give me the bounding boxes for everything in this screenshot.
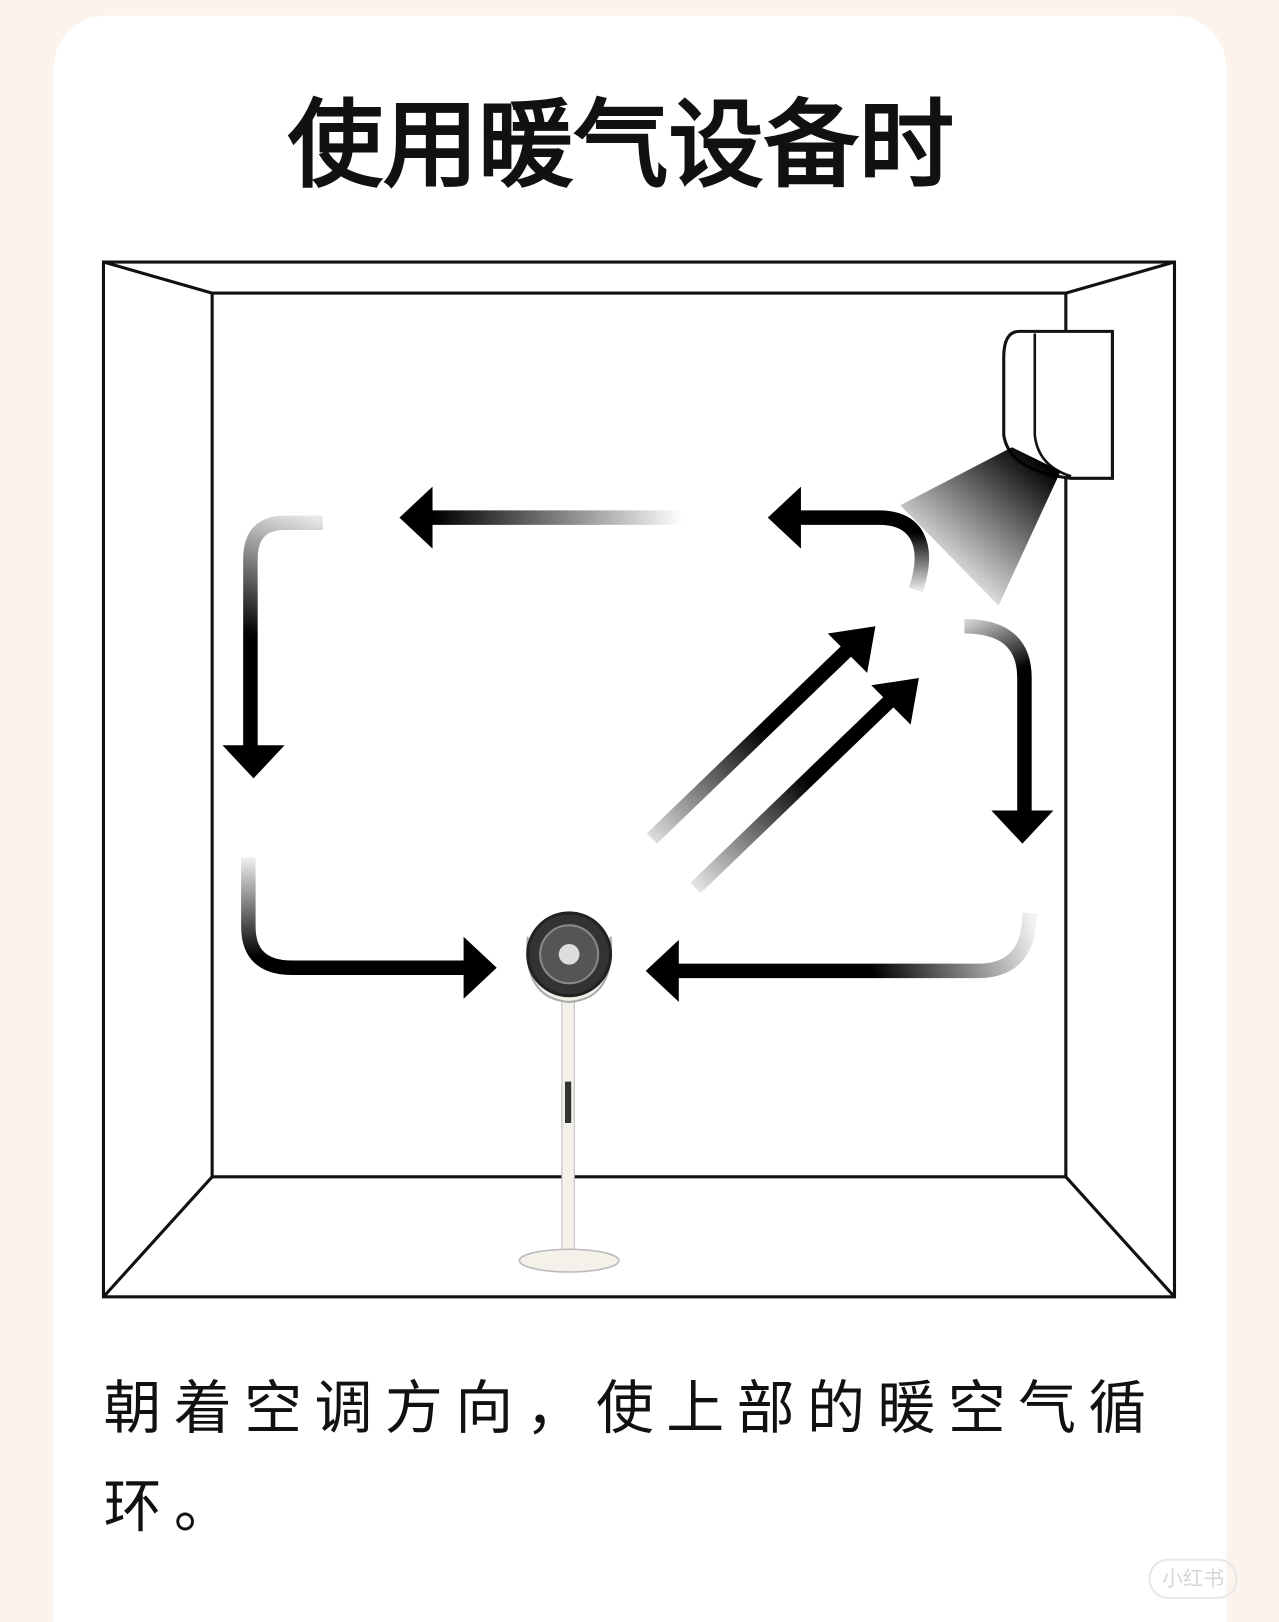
warm-air-cone (900, 447, 1061, 606)
watermark: 小红书 (1148, 1558, 1238, 1599)
title: 使用暖气设备时 (288, 91, 954, 201)
airflow-arrows (222, 486, 1054, 1002)
arrow-bottom-left-icon (241, 857, 497, 999)
watermark-text: 小红书 (1162, 1567, 1224, 1591)
room-outline (101, 260, 1177, 1299)
arrow-top-left-icon (399, 486, 683, 549)
arrow-left-down-icon (222, 515, 323, 779)
arrow-diagonal-1-icon (646, 626, 876, 844)
card (53, 15, 1227, 1622)
air-conditioner-icon (1002, 329, 1114, 480)
arrow-bottom-right-icon (645, 912, 1037, 1002)
arrow-diagonal-2-icon (690, 678, 919, 894)
arrow-top-right-icon (767, 486, 930, 593)
arrow-right-down-icon (964, 619, 1054, 844)
caption-line-2: 环。 (103, 1473, 244, 1541)
circulator-fan-icon (518, 911, 620, 1273)
caption-line-1: 朝着空调方向，使上部的暖空气循 (103, 1374, 1158, 1442)
